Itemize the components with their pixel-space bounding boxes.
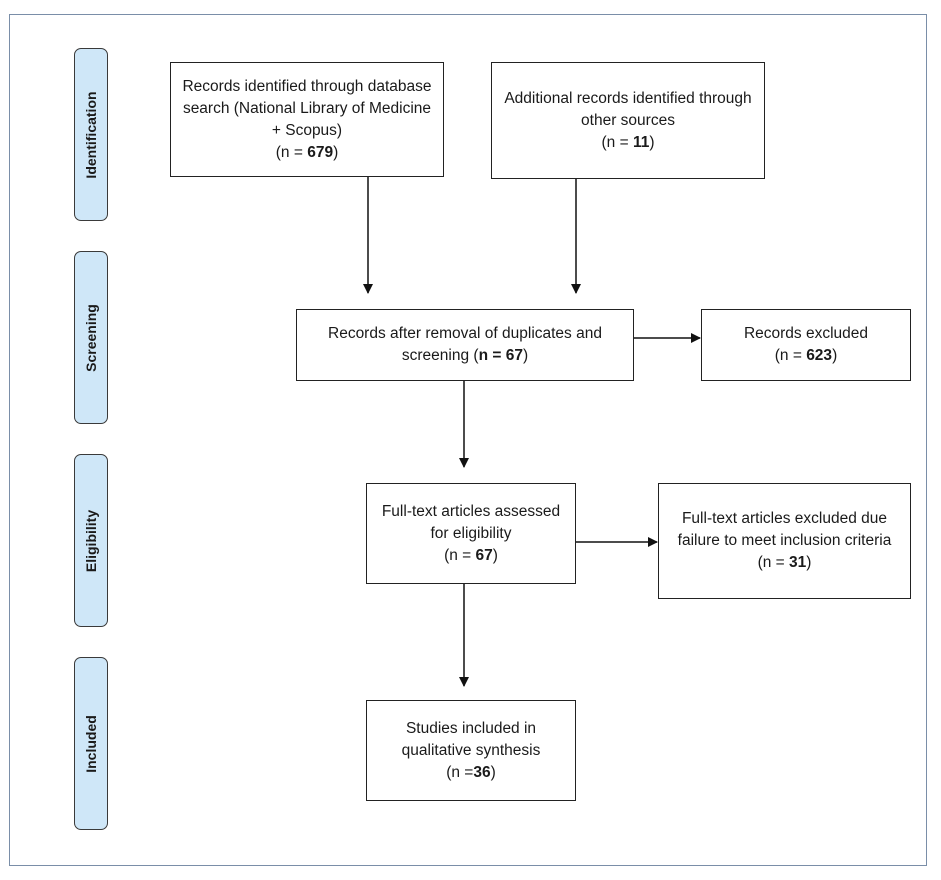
box-fulltext-excluded: Full-text articles excluded due failure … bbox=[658, 483, 911, 599]
box-database-count-suffix: ) bbox=[333, 143, 339, 161]
stage-included: Included bbox=[74, 657, 108, 830]
box-studies-included-count-prefix: (n = bbox=[446, 763, 474, 781]
stage-eligibility: Eligibility bbox=[74, 454, 108, 627]
box-fulltext-assessed-text: Full-text articles assessed for eligibil… bbox=[381, 502, 561, 542]
box-other-count: 11 bbox=[632, 133, 650, 151]
box-after-duplicates-count-suffix: ) bbox=[522, 347, 529, 364]
box-fulltext-excluded-count-suffix: ) bbox=[806, 554, 812, 571]
box-fulltext-assessed-count: 67 bbox=[475, 546, 493, 564]
box-other-text: Additional records identified through ot… bbox=[504, 89, 752, 129]
box-records-excluded: Records excluded (n = 623) bbox=[701, 309, 911, 381]
box-database-text: Records identified through database sear… bbox=[182, 77, 432, 139]
box-fulltext-assessed: Full-text articles assessed for eligibil… bbox=[366, 483, 576, 584]
box-after-duplicates-count: n = 67 bbox=[478, 347, 523, 364]
box-other-count-suffix: ) bbox=[649, 133, 655, 151]
box-fulltext-excluded-count-prefix: (n = bbox=[757, 554, 790, 571]
box-records-excluded-count: 623 bbox=[806, 347, 833, 364]
box-studies-included-count-suffix: ) bbox=[490, 763, 496, 781]
diagram-frame bbox=[9, 14, 927, 866]
stage-screening: Screening bbox=[74, 251, 108, 424]
stage-identification: Identification bbox=[74, 48, 108, 221]
box-after-duplicates-text: Records after removal of duplicates and … bbox=[328, 325, 602, 364]
box-studies-included: Studies included in qualitative synthesi… bbox=[366, 700, 576, 801]
box-after-duplicates: Records after removal of duplicates and … bbox=[296, 309, 634, 381]
box-fulltext-assessed-count-prefix: (n = bbox=[444, 546, 476, 564]
box-fulltext-excluded-text: Full-text articles excluded due failure … bbox=[677, 510, 892, 549]
box-database-count-prefix: (n = bbox=[275, 143, 308, 161]
box-fulltext-assessed-count-suffix: ) bbox=[492, 546, 498, 564]
box-other-sources: Additional records identified through ot… bbox=[491, 62, 765, 179]
box-database-records: Records identified through database sear… bbox=[170, 62, 444, 177]
box-database-count: 679 bbox=[307, 143, 334, 161]
box-records-excluded-text: Records excluded bbox=[743, 325, 869, 342]
box-other-count-prefix: (n = bbox=[601, 133, 633, 151]
box-records-excluded-count-suffix: ) bbox=[832, 347, 838, 364]
box-after-duplicates-count-prefix: ( bbox=[473, 347, 479, 364]
box-fulltext-excluded-count: 31 bbox=[789, 554, 807, 571]
box-records-excluded-count-prefix: (n = bbox=[774, 347, 807, 364]
box-studies-included-text: Studies included in qualitative synthesi… bbox=[401, 719, 541, 759]
box-studies-included-count: 36 bbox=[473, 763, 491, 781]
